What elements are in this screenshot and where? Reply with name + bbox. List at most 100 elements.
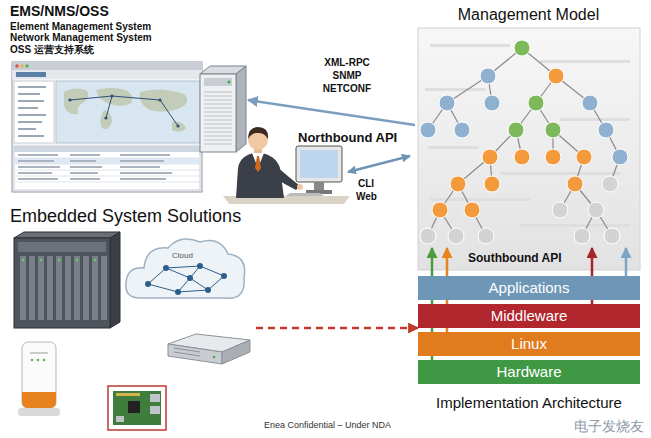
cloud-network xyxy=(175,289,181,295)
ems-screenshot xyxy=(14,158,200,164)
ems-screenshot xyxy=(70,166,102,168)
interface-label: CLI xyxy=(358,178,374,190)
ems-screenshot xyxy=(158,98,161,101)
chassis-icon xyxy=(14,232,120,238)
ems-screenshot xyxy=(14,176,200,177)
model-tree-node xyxy=(598,122,614,138)
home-router-icon xyxy=(31,359,34,362)
ems-screenshot xyxy=(140,89,187,111)
ems-screenshot xyxy=(176,124,179,127)
ems-screenshot xyxy=(12,62,202,70)
chassis-icon xyxy=(101,256,107,320)
ems-screenshot xyxy=(18,135,44,137)
node-text: OSS 运营支持系统 xyxy=(10,44,244,56)
ems-screenshot xyxy=(14,170,200,171)
connector-arrow xyxy=(248,100,415,125)
footer-note: Enea Confidential – Under NDA xyxy=(264,420,391,431)
cloud-network xyxy=(197,263,203,269)
chassis-icon xyxy=(58,259,60,261)
server-icon xyxy=(204,144,232,145)
model-tree-node xyxy=(420,228,436,244)
ems-screenshot xyxy=(104,116,107,119)
chassis-icon xyxy=(29,256,35,320)
cloud-network xyxy=(126,239,245,298)
ems-screenshot xyxy=(70,178,100,180)
home-router-icon xyxy=(30,352,48,354)
server-icon xyxy=(204,100,232,101)
ems-screenshot xyxy=(16,72,46,77)
ems-screenshot xyxy=(25,64,29,68)
board-computer-photo xyxy=(150,406,160,414)
server-icon xyxy=(204,108,232,109)
node-text: Management Model xyxy=(415,5,642,24)
operator-figure xyxy=(297,184,303,190)
cloud-network xyxy=(178,290,208,292)
chassis-icon xyxy=(38,256,44,320)
node-text: Implementation Architecture xyxy=(418,394,640,412)
ems-screenshot xyxy=(110,94,113,97)
ems-screenshot xyxy=(20,64,24,68)
cli-arrow xyxy=(348,156,410,172)
chassis-icon xyxy=(14,232,120,328)
server-icon xyxy=(204,128,232,129)
operator-figure xyxy=(286,193,324,196)
model-tree-node xyxy=(420,122,436,138)
cloud-network xyxy=(208,276,224,290)
model-panel xyxy=(425,88,485,91)
model-tree-node xyxy=(545,149,561,165)
model-tree xyxy=(428,48,620,236)
model-tree-node xyxy=(420,40,628,244)
cloud-network xyxy=(166,266,200,268)
ems-screenshot xyxy=(18,100,44,102)
model-panel xyxy=(418,28,640,270)
model-tree-node xyxy=(454,122,470,138)
ems-screenshot xyxy=(18,114,46,116)
ems-heading-block: EMS/NMS/OSSElement Management SystemNetw… xyxy=(6,2,248,192)
model-panel xyxy=(430,44,510,47)
model-tree-node xyxy=(508,122,524,138)
ems-screenshot xyxy=(70,154,100,156)
chassis-icon xyxy=(74,256,80,320)
model-tree-node xyxy=(464,202,480,218)
ems-screenshot xyxy=(18,93,40,95)
model-tree-node xyxy=(567,176,583,192)
api-label: Northbound API xyxy=(298,130,397,146)
server-icon xyxy=(204,104,232,105)
server-icon xyxy=(204,124,232,125)
model-tree-node xyxy=(478,228,494,244)
model-panel xyxy=(540,60,630,63)
model-panel xyxy=(520,224,630,227)
operator-figure xyxy=(314,182,324,190)
ems-screenshot xyxy=(70,96,178,126)
chassis-icon xyxy=(94,259,96,261)
cloud-network xyxy=(145,281,151,287)
model-tree-node xyxy=(588,202,604,218)
home-router-icon xyxy=(18,342,60,416)
model-tree-node xyxy=(514,40,530,56)
model-tree-node xyxy=(548,68,564,84)
cloud-network xyxy=(205,287,211,293)
ems-screenshot xyxy=(120,160,164,162)
board-computer-photo xyxy=(113,391,161,425)
ems-screenshot xyxy=(14,164,200,165)
model-tree-node xyxy=(480,68,496,84)
ems-screenshot xyxy=(18,86,46,88)
model-panel xyxy=(418,28,640,270)
ems-screenshot xyxy=(56,81,200,143)
layer-bar: Linux xyxy=(418,332,640,356)
model-tree-node xyxy=(514,149,530,165)
rack-server-icon xyxy=(213,356,216,359)
home-router-icon xyxy=(18,408,60,416)
ems-screenshot xyxy=(106,96,112,118)
chassis-icon xyxy=(83,256,89,320)
server-icon xyxy=(200,66,246,152)
node-text: Linux xyxy=(511,335,547,353)
node-text: Embedded System Solutions xyxy=(10,206,252,228)
server-icon xyxy=(204,112,232,113)
interface-label: Web xyxy=(356,191,377,203)
rack-server-icon xyxy=(168,344,222,364)
ems-screenshot xyxy=(18,121,42,123)
chassis-icon xyxy=(40,259,42,261)
node-text: Middleware xyxy=(491,307,568,325)
model-panel xyxy=(560,118,630,121)
